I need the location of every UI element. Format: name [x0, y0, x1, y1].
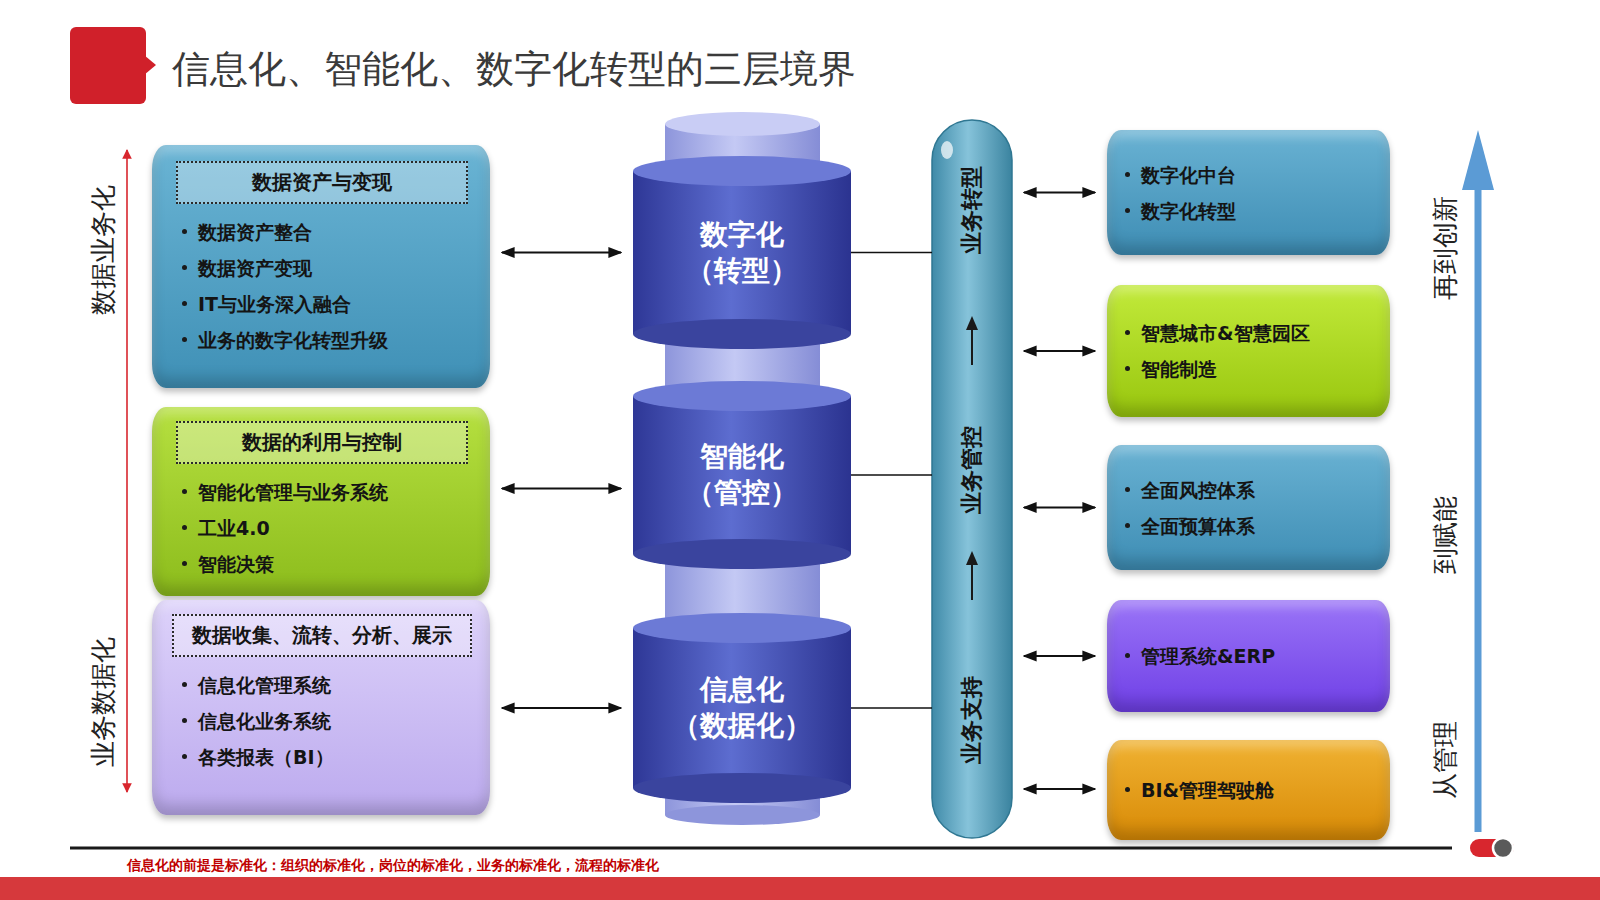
list-item: 智能制造	[1125, 351, 1376, 387]
phase-text: 业务转型	[957, 166, 987, 254]
phase-pill: 业务转型业务管控业务支持	[932, 120, 1012, 838]
content-box: 智能化管理与业务系统工业4.0智能决策 数据的利用与控制	[152, 407, 490, 596]
footer-note: 信息化的前提是标准化：组织的标准化，岗位的标准化，业务的标准化，流程的标准化	[127, 857, 659, 875]
progress-arrow	[1462, 130, 1494, 832]
side-label: 从管理	[1428, 721, 1463, 799]
bottom-rule	[70, 847, 1452, 850]
item-list: BI&管理驾驶舱	[1107, 772, 1390, 808]
stage-text: 信息化	[700, 672, 784, 708]
cylinder-shape	[633, 380, 851, 570]
cylinder-stage: 智能化（管控）	[633, 380, 851, 570]
list-item: 管理系统&ERP	[1125, 638, 1376, 674]
cylinder-label: 信息化（数据化）	[633, 612, 851, 804]
double-arrow	[1024, 655, 1095, 657]
stage-text: 数字化	[700, 217, 784, 253]
list-item: 数字化转型	[1125, 193, 1376, 229]
stage-text: 智能化	[700, 439, 784, 475]
list-item: IT与业务深入融合	[182, 286, 476, 322]
title-tab	[70, 27, 156, 104]
double-arrow	[1024, 192, 1095, 194]
list-item: 信息化业务系统	[182, 703, 476, 739]
content-box: 数据资产整合数据资产变现IT与业务深入融合业务的数字化转型升级 数据资产与变现	[152, 145, 490, 388]
slider	[1470, 838, 1514, 858]
item-list: 全面风控体系全面预算体系	[1107, 472, 1390, 544]
pill-shape	[932, 120, 1012, 838]
list-item: 智能决策	[182, 546, 476, 582]
stage-text: （数据化）	[672, 708, 812, 744]
item-list: 信息化管理系统信息化业务系统各类报表（BI）	[152, 667, 490, 775]
item-list: 智能化管理与业务系统工业4.0智能决策	[152, 474, 490, 582]
footer-band	[0, 877, 1600, 900]
list-item: 全面预算体系	[1125, 508, 1376, 544]
cylinder-label: 数字化（转型）	[633, 155, 851, 350]
cylinder-shape	[633, 612, 851, 804]
item-list: 智慧城市&智慧园区智能制造	[1107, 315, 1390, 387]
cylinder-stage: 数字化（转型）	[633, 155, 851, 350]
double-arrow	[1024, 350, 1095, 352]
list-item: 智能化管理与业务系统	[182, 474, 476, 510]
example-box: 智慧城市&智慧园区智能制造	[1107, 285, 1390, 417]
stage-text: （转型）	[686, 253, 798, 289]
heading-box: 数据资产与变现	[176, 161, 468, 204]
example-box: 管理系统&ERP	[1107, 600, 1390, 712]
side-label: 到赋能	[1428, 496, 1463, 574]
double-arrow	[502, 252, 621, 254]
cylinder-shape	[633, 155, 851, 350]
cylinder-stage: 信息化（数据化）	[633, 612, 851, 804]
heading-text: 数据的利用与控制	[242, 429, 402, 456]
list-item: 全面风控体系	[1125, 472, 1376, 508]
side-label: 业务数据化	[86, 637, 121, 767]
link-line	[851, 474, 932, 475]
title: 信息化、智能化、数字化转型的三层境界	[172, 44, 856, 95]
heading-text: 数据资产与变现	[252, 169, 392, 196]
list-item: 各类报表（BI）	[182, 739, 476, 775]
link-line	[851, 707, 932, 708]
double-arrow	[1024, 788, 1095, 790]
double-arrow	[502, 488, 621, 490]
list-item: 业务的数字化转型升级	[182, 322, 476, 358]
cylinder-label: 智能化（管控）	[633, 380, 851, 570]
item-list: 数据资产整合数据资产变现IT与业务深入融合业务的数字化转型升级	[152, 214, 490, 358]
list-item: BI&管理驾驶舱	[1125, 772, 1376, 808]
link-line	[851, 252, 932, 253]
side-label: 数据业务化	[86, 185, 121, 315]
phase-text: 业务管控	[957, 426, 987, 514]
list-item: 数据资产整合	[182, 214, 476, 250]
item-list: 管理系统&ERP	[1107, 638, 1390, 674]
list-item: 数据资产变现	[182, 250, 476, 286]
list-item: 信息化管理系统	[182, 667, 476, 703]
list-item: 数字化中台	[1125, 157, 1376, 193]
heading-box: 数据收集、流转、分析、展示	[172, 614, 472, 657]
heading-box: 数据的利用与控制	[176, 421, 468, 464]
list-item: 智慧城市&智慧园区	[1125, 315, 1376, 351]
side-label: 再到创新	[1428, 196, 1463, 300]
example-box: 数字化中台数字化转型	[1107, 130, 1390, 255]
phase-text: 业务支持	[957, 676, 987, 764]
example-box: BI&管理驾驶舱	[1107, 740, 1390, 840]
example-box: 全面风控体系全面预算体系	[1107, 445, 1390, 570]
range-arrow	[126, 150, 128, 792]
item-list: 数字化中台数字化转型	[1107, 157, 1390, 229]
content-box: 信息化管理系统信息化业务系统各类报表（BI） 数据收集、流转、分析、展示	[152, 600, 490, 815]
stage-text: （管控）	[686, 475, 798, 511]
list-item: 工业4.0	[182, 510, 476, 546]
double-arrow	[502, 707, 621, 709]
double-arrow	[1024, 507, 1095, 509]
heading-text: 数据收集、流转、分析、展示	[192, 622, 452, 649]
